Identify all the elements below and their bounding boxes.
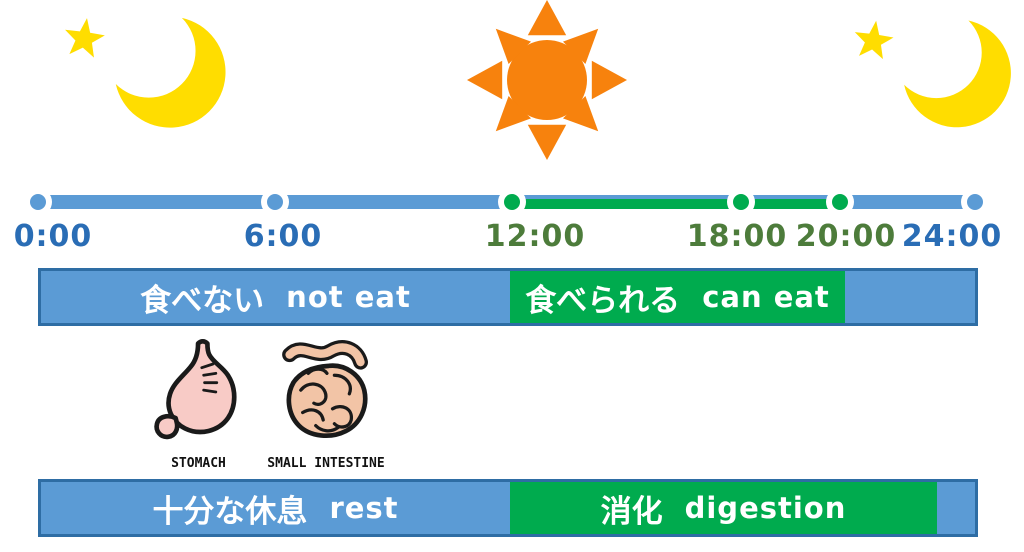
eating-window-bar: 食べない not eat 食べられる can eat xyxy=(38,268,978,326)
body-state-bar: 十分な休息 rest 消化 digestion xyxy=(38,479,978,537)
rest-label: 十分な休息 rest xyxy=(41,482,510,534)
small-intestine-card: SMALL INTESTINE xyxy=(262,332,390,478)
time-label-0000: 0:00 xyxy=(13,219,93,254)
timeline-dot-1800 xyxy=(727,188,755,216)
timeline-dot-1200 xyxy=(498,188,526,216)
can-eat-label: 食べられる can eat xyxy=(510,271,845,323)
time-label-1800: 18:00 xyxy=(686,219,788,254)
stomach-caption: STOMACH xyxy=(171,456,226,471)
time-label-2000: 20:00 xyxy=(795,219,897,254)
timeline-dot-2400 xyxy=(961,188,989,216)
stomach-card: STOMACH xyxy=(137,332,260,478)
star-icon xyxy=(854,20,894,60)
timeline-dot-0000 xyxy=(24,188,52,216)
digestion-label-en: digestion xyxy=(684,491,847,525)
time-label-2400: 24:00 xyxy=(901,219,1003,254)
can-eat-label-en: can eat xyxy=(702,280,830,314)
rest-label-en: rest xyxy=(329,491,399,525)
stomach-icon xyxy=(153,339,237,440)
star-icon xyxy=(65,18,105,58)
crescent-moon-icon xyxy=(854,20,1011,128)
not-eat-label-jp: 食べない xyxy=(140,282,265,319)
timeline-dot-2000 xyxy=(826,188,854,216)
digestion-label-jp: 消化 xyxy=(600,493,663,530)
digestion-label: 消化 digestion xyxy=(510,482,937,534)
not-eat-label-en: not eat xyxy=(286,280,411,314)
time-label-1200: 12:00 xyxy=(484,219,586,254)
can-eat-segment xyxy=(510,271,845,323)
small-intestine-caption: SMALL INTESTINE xyxy=(267,456,385,471)
timeline-eating-segment xyxy=(512,199,840,209)
digestion-segment xyxy=(510,482,937,534)
rest-label-jp: 十分な休息 xyxy=(152,493,308,530)
time-label-0600: 6:00 xyxy=(243,219,323,254)
crescent-moon-icon xyxy=(65,17,226,128)
timeline-dot-0600 xyxy=(261,188,289,216)
not-eat-label: 食べない not eat xyxy=(41,271,510,323)
can-eat-label-jp: 食べられる xyxy=(525,282,681,319)
sun-icon xyxy=(467,0,627,160)
small-intestine-icon xyxy=(282,340,368,438)
